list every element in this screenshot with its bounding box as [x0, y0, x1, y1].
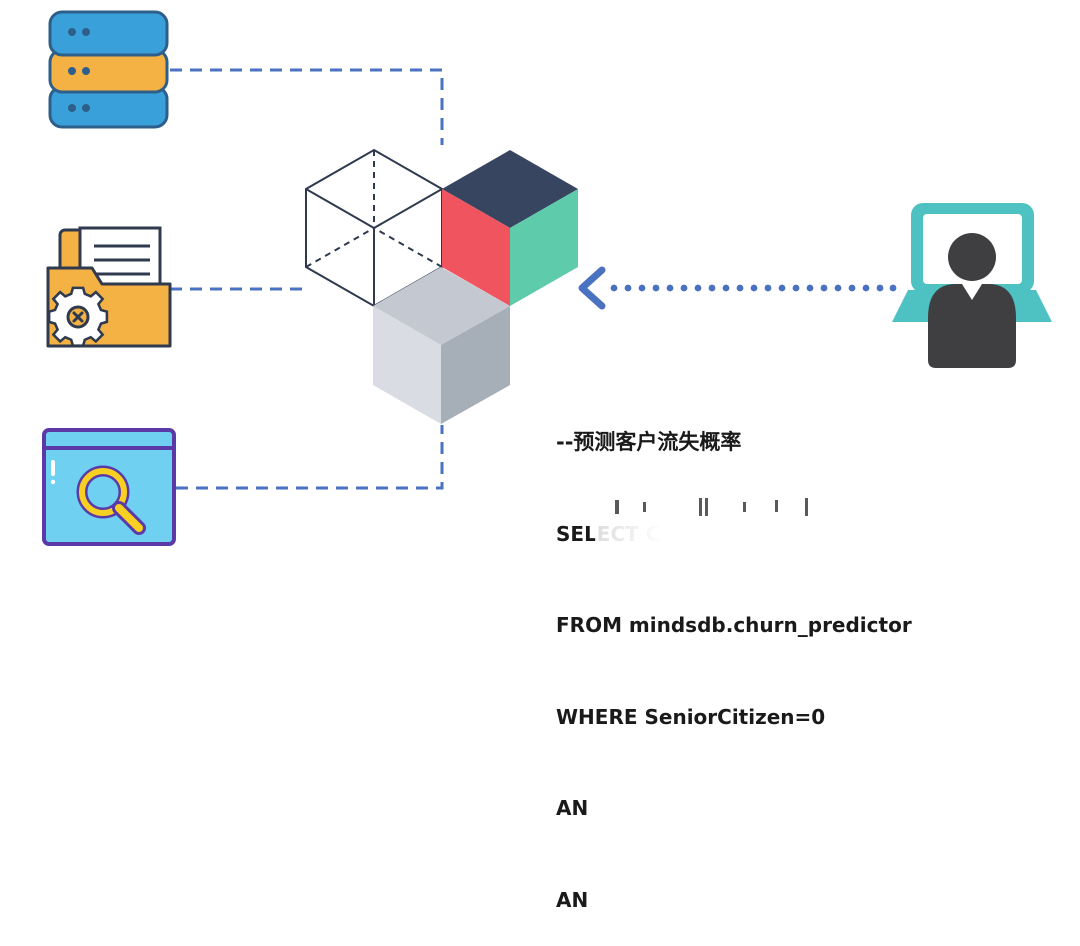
- sql-comment: --预测客户流失概率: [556, 430, 742, 454]
- sql-line-and-2: AN: [556, 887, 589, 912]
- sql-query-block: --预测客户流失概率 SELECT Churn, Churn_confidenc…: [556, 366, 1036, 946]
- arrow-left-icon: [578, 266, 897, 310]
- sql-line-select: SELECT Churn, Churn_confidence: [556, 521, 928, 546]
- connector-search: [176, 425, 444, 490]
- folder-settings-icon: [46, 226, 172, 348]
- magnifier-icon: [76, 465, 146, 535]
- search-window-icon: [42, 428, 176, 546]
- grey-cube: [373, 267, 510, 424]
- connector-lines: [170, 68, 444, 490]
- user-computer-icon: [892, 203, 1052, 368]
- arrow-head: [578, 266, 606, 310]
- connector-database: [170, 68, 444, 145]
- sql-line-and-1: AN: [556, 796, 589, 820]
- arrow-dots: [610, 284, 897, 292]
- sql-line-from: FROM mindsdb.churn_predictor: [556, 613, 912, 637]
- gear-icon: [47, 286, 109, 347]
- colored-cube: [442, 150, 578, 306]
- diagram-canvas: [42, 10, 1052, 546]
- sql-line-where: WHERE SeniorCitizen=0: [556, 704, 826, 729]
- cube-cluster-icon: [305, 148, 578, 424]
- database-icon: [48, 10, 169, 129]
